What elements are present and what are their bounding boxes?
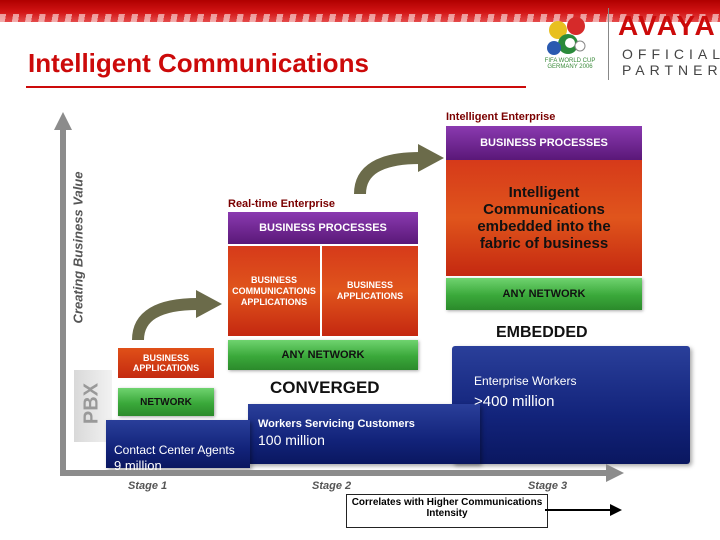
stage3-business-processes: BUSINESS PROCESSES	[446, 126, 642, 160]
stage1-audience: Contact Center Agents	[114, 443, 235, 457]
partner-line: PARTNER	[622, 62, 720, 78]
stage2-bca: BUSINESS COMMUNICATIONS APPLICATIONS	[228, 246, 320, 336]
stage3-any-network: ANY NETWORK	[446, 278, 642, 310]
official-line: OFFICIAL	[622, 46, 720, 62]
stage2-ba: BUSINESS APPLICATIONS	[322, 246, 418, 336]
stage3-foundation	[452, 346, 690, 464]
stage3-axis-label: Stage 3	[528, 480, 568, 492]
stage2-foundation	[248, 404, 480, 464]
stage1-business-applications: BUSINESS APPLICATIONS	[118, 348, 214, 378]
curved-arrow-icon	[132, 290, 222, 341]
stage3-count: >400 million	[474, 393, 555, 410]
official-partner-text: OFFICIAL PARTNER	[622, 46, 720, 78]
stage2-heading: Real-time Enterprise	[228, 198, 335, 210]
stage1-count: 9 million	[114, 458, 162, 473]
title-underline	[26, 86, 526, 88]
y-axis-arrow-icon	[54, 112, 72, 130]
stage2-audience: Workers Servicing Customers	[258, 418, 415, 430]
stage2-label: CONVERGED	[270, 378, 380, 397]
x-axis-arrow-icon	[606, 464, 624, 482]
stage1-network: NETWORK	[118, 388, 214, 416]
header-band-edge	[0, 14, 720, 26]
x-axis	[60, 470, 608, 476]
stage3-core: Intelligent Communications embedded into…	[446, 160, 642, 276]
y-axis-label: Creating Business Value	[70, 171, 86, 324]
stage2-business-processes: BUSINESS PROCESSES	[228, 212, 418, 244]
stage2-any-network: ANY NETWORK	[228, 340, 418, 370]
page-title: Intelligent Communications	[28, 48, 369, 78]
correlates-arrow-line	[545, 509, 611, 511]
pbx-label: PBX	[80, 382, 103, 425]
avaya-logo: AVAYA	[618, 10, 717, 41]
stage2-axis-label: Stage 2	[312, 480, 352, 492]
stage3-heading: Intelligent Enterprise	[446, 111, 556, 123]
logo-divider	[608, 8, 609, 80]
arrow-right-icon	[610, 504, 622, 516]
world-cup-logo-text: FIFA WORLD CUP GERMANY 2006	[544, 58, 596, 70]
pbx-bar	[74, 370, 112, 442]
y-axis	[60, 128, 66, 474]
stage3-audience: Enterprise Workers	[474, 374, 577, 388]
stage3-label: EMBEDDED	[496, 324, 588, 341]
stage1-foundation	[106, 420, 250, 468]
stage1-label: Stage 1	[128, 480, 168, 492]
stage2-count: 100 million	[258, 432, 325, 448]
correlates-note: Correlates with Higher Communications In…	[346, 494, 548, 528]
world-cup-logo	[547, 17, 586, 55]
curved-arrow-icon	[354, 144, 444, 195]
